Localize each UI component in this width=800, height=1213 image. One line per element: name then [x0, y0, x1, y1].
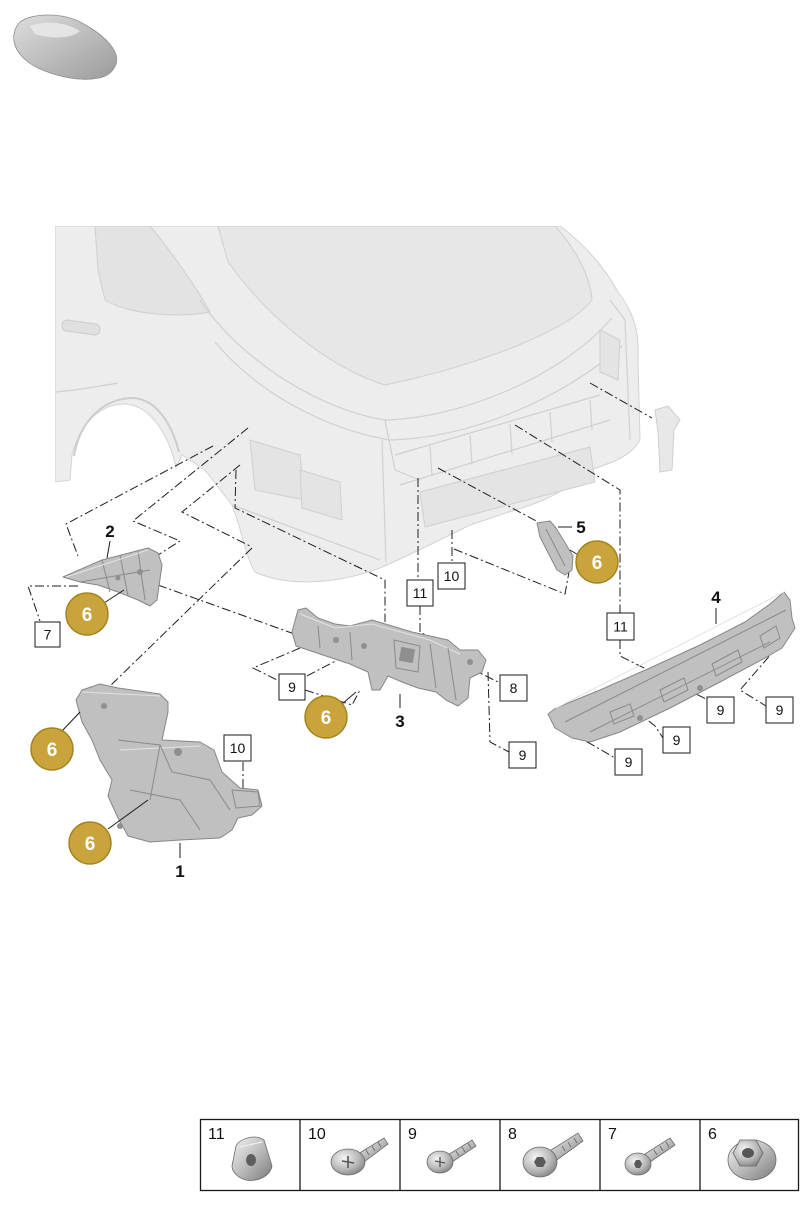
callout-box-9[interactable]: 9 [278, 673, 306, 701]
fastener-legend: 11 10 9 [199, 1118, 800, 1192]
center-pillar [381, 439, 387, 563]
callout-box-11[interactable]: 11 [606, 612, 635, 641]
flange-bolt-icon [522, 1132, 584, 1178]
callout-circle-6[interactable]: 6 [304, 695, 348, 739]
callout-box-label: 9 [717, 702, 725, 718]
vehicle-thumbnail-icon[interactable] [13, 14, 117, 80]
legend-number: 8 [508, 1126, 517, 1143]
legend-cell-9[interactable]: 9 [408, 1126, 477, 1174]
callout-box-9[interactable]: 9 [765, 696, 794, 724]
legend-number: 7 [608, 1126, 617, 1143]
callout-box-label: 8 [510, 680, 518, 696]
part-number-3[interactable]: 3 [395, 712, 404, 731]
legend-number: 6 [708, 1126, 717, 1143]
legend-cell-11[interactable]: 11 [208, 1126, 273, 1181]
callout-box-label: 9 [673, 732, 681, 748]
right-bracket-panel [599, 329, 621, 381]
callout-box-8[interactable]: 8 [499, 674, 528, 702]
rear-window [217, 226, 593, 386]
callout-box-label: 11 [413, 585, 428, 601]
callout-circle-label: 6 [592, 553, 603, 574]
left-structure-box [299, 469, 343, 521]
callout-circle-6[interactable]: 6 [30, 727, 74, 771]
legend-number: 9 [408, 1126, 417, 1143]
callout-box-7[interactable]: 7 [34, 621, 61, 648]
door-line [55, 382, 119, 393]
part-number-2[interactable]: 2 [105, 522, 114, 541]
callout-box-9[interactable]: 9 [662, 726, 691, 754]
callout-circle-label: 6 [85, 834, 96, 855]
rear-panel-edge [214, 341, 623, 441]
callout-box-9[interactable]: 9 [614, 748, 643, 776]
door-handle [61, 319, 101, 336]
washer-bolt-icon [624, 1137, 676, 1176]
callout-box-label: 9 [519, 747, 527, 763]
callout-box-label: 10 [444, 568, 460, 584]
right-edge-structure [609, 299, 631, 441]
wheel-arch-lip [73, 396, 180, 457]
vehicle-rear-body [55, 226, 641, 583]
callout-box-label: 9 [625, 754, 633, 770]
tapping-screw-icon [426, 1139, 477, 1174]
part-2-bracket[interactable] [62, 547, 163, 607]
callout-box-9[interactable]: 9 [706, 696, 735, 724]
part-number-4[interactable]: 4 [711, 588, 721, 607]
part-4-cross-member[interactable] [547, 591, 796, 743]
crash-member-block [419, 446, 596, 528]
part-number-1[interactable]: 1 [175, 862, 184, 881]
callout-box-10[interactable]: 10 [223, 734, 252, 762]
callout-box-label: 9 [288, 679, 296, 695]
callout-circle-label: 6 [321, 708, 332, 729]
loose-bracket-silhouette [654, 405, 681, 473]
legend-number: 10 [308, 1126, 326, 1143]
callout-box-label: 7 [44, 627, 52, 643]
flange-nut-icon [727, 1139, 777, 1181]
callout-box-10[interactable]: 10 [437, 562, 466, 590]
part-5-strip[interactable] [536, 520, 574, 576]
callout-circle-label: 6 [47, 740, 58, 761]
callout-circle-label: 6 [82, 605, 93, 626]
part-number-5[interactable]: 5 [576, 518, 585, 537]
rail-ribs [429, 399, 593, 477]
callout-box-label: 9 [776, 702, 784, 718]
rear-side-window [94, 226, 211, 316]
callout-box-label: 10 [230, 740, 246, 756]
upper-rail [394, 394, 601, 456]
legend-cell-6[interactable]: 6 [708, 1126, 777, 1181]
lower-rail [399, 419, 611, 486]
washer-head-screw-icon [330, 1137, 389, 1176]
part-3-center-bracket[interactable] [291, 607, 487, 707]
legend-cell-10[interactable]: 10 [308, 1126, 389, 1176]
callout-circle-6[interactable]: 6 [575, 540, 619, 584]
legend-cell-8[interactable]: 8 [508, 1126, 584, 1178]
callout-circle-6[interactable]: 6 [65, 592, 109, 636]
callout-circle-6[interactable]: 6 [68, 821, 112, 865]
callout-box-label: 11 [613, 619, 628, 635]
legend-number: 11 [208, 1126, 225, 1143]
clip-nut-icon [231, 1136, 273, 1181]
part-1-housing-bracket[interactable] [75, 683, 263, 843]
lower-edge-detail [231, 504, 381, 561]
leader-lines [61, 526, 717, 858]
legend-cell-7[interactable]: 7 [608, 1126, 676, 1176]
left-post [384, 419, 421, 481]
callout-box-9[interactable]: 9 [508, 741, 537, 769]
callout-box-11[interactable]: 11 [406, 579, 434, 607]
